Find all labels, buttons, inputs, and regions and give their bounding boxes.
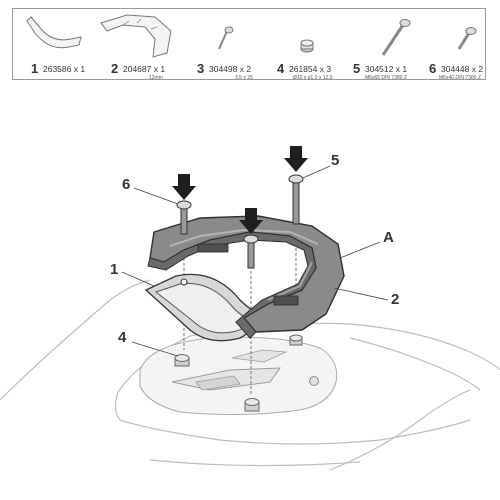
part-spec: M6x65 DIN 7380 Z [365, 75, 407, 81]
bolt-short-icon [243, 234, 259, 269]
part-6: 6 304448 x 2 M6x40 DIN 7380 Z [423, 9, 487, 81]
part-spec: M6x40 DIN 7380 Z [439, 75, 481, 81]
part-number: 3 [197, 61, 205, 76]
part-number: 5 [353, 61, 361, 76]
part-number: 1 [31, 61, 39, 76]
callout-2: 2 [391, 291, 400, 308]
screw-icon [218, 26, 234, 50]
tank-spacer-nuts [174, 334, 303, 412]
arrow-down-icon [284, 146, 308, 172]
arrow-down-icon [239, 208, 263, 234]
bolt-short-icon [176, 200, 192, 235]
part-code: 304512 x 1 [365, 64, 408, 74]
part-5: 5 304512 x 1 M6x65 DIN 7380 Z [343, 9, 423, 81]
nut-spacer-icon [244, 398, 260, 412]
part-spec: 12mm [149, 75, 163, 81]
plate-bracket-icon [26, 16, 82, 49]
part-number: 4 [277, 61, 285, 76]
leader-lines [121, 165, 389, 357]
part-number: 6 [429, 61, 437, 76]
part-code: 204687 x 1 [123, 64, 166, 74]
callout-5: 5 [331, 152, 340, 169]
part-code: 304448 x 2 [441, 64, 484, 74]
bolt-long-icon [288, 174, 304, 225]
part-number: 2 [111, 61, 119, 76]
part-code: 304498 x 2 [209, 64, 252, 74]
part-spec: Ø10 x p1,0 x 12,5 [293, 75, 333, 81]
part-2: 2 204687 x 1 12mm [93, 9, 183, 81]
bolt-short-icon [457, 27, 477, 50]
callout-1: 1 [110, 261, 119, 278]
bolt-long-icon [381, 19, 411, 56]
part-code: 263586 x 1 [43, 64, 86, 74]
callout-a: A [383, 229, 394, 246]
parts-list: 1 263586 x 1 2 204687 x 1 12mm 3 304498 … [12, 8, 487, 81]
part-4: 4 261854 x 3 Ø10 x p1,0 x 12,5 [263, 9, 343, 81]
nut-spacer-icon [300, 39, 314, 53]
tank-ring [147, 215, 345, 339]
part-spec: 3,5 x 25 [235, 75, 253, 81]
nut-spacer-icon [174, 354, 190, 367]
part-1: 1 263586 x 1 [13, 9, 93, 79]
spacer-ring-icon [100, 14, 172, 58]
fuel-cap-plate [139, 336, 338, 416]
arrow-down-icon [172, 174, 196, 200]
callout-4: 4 [118, 329, 127, 346]
nut-spacer-icon [289, 334, 303, 346]
callout-6: 6 [122, 176, 131, 193]
part-3: 3 304498 x 2 3,5 x 25 [183, 9, 263, 81]
part-code: 261854 x 3 [289, 64, 332, 74]
